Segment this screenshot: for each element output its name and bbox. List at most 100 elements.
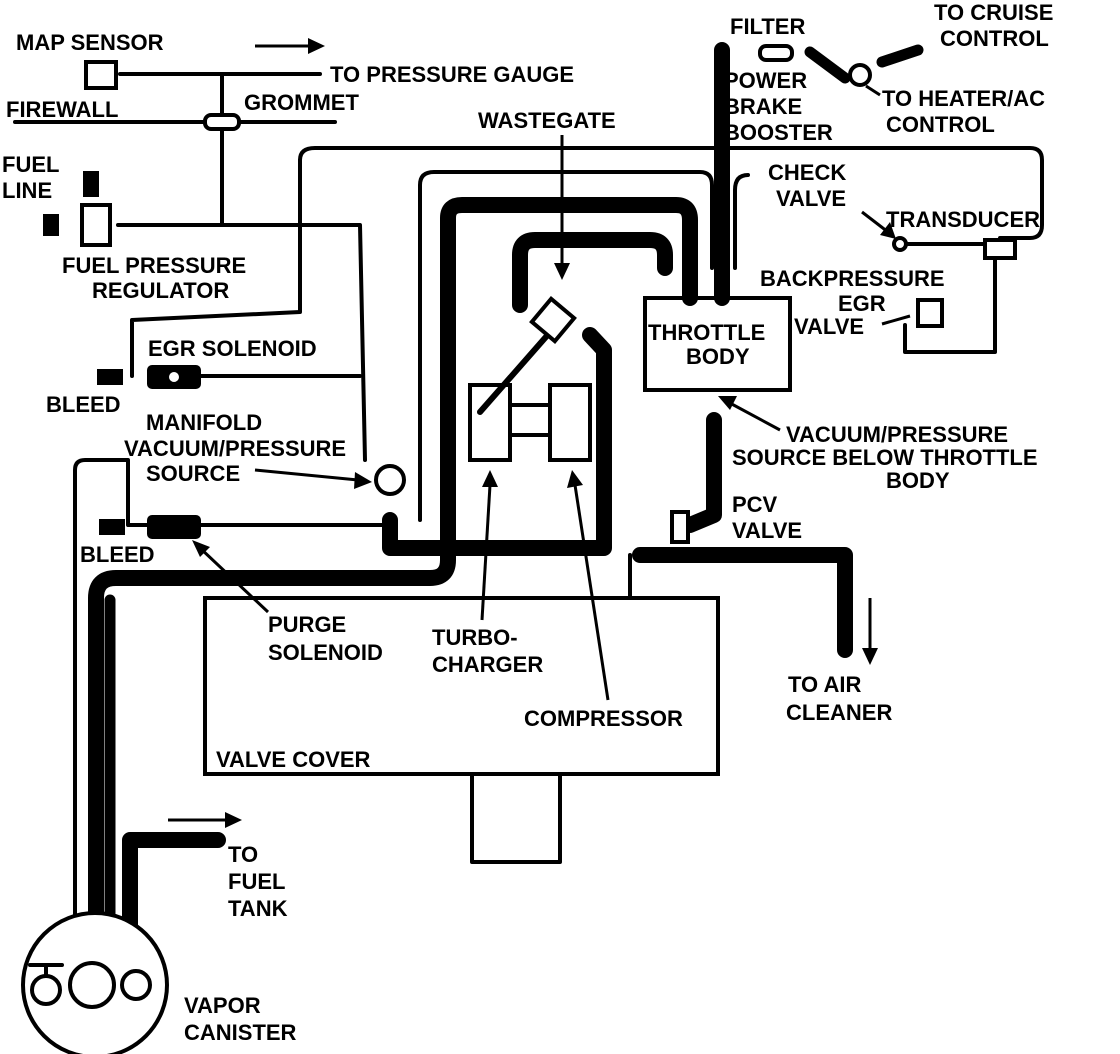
filter [758, 44, 794, 62]
throttle-body [643, 296, 792, 392]
label-transducer: TRANSDUCER [886, 207, 1040, 232]
label-to: TO [228, 842, 258, 867]
egr-valve-loop [903, 258, 997, 354]
bleed-lower-fitting [99, 519, 125, 535]
label-to-air: TO AIR [788, 672, 861, 697]
arrow-below-throttle [718, 396, 781, 432]
arrow-compressor [567, 470, 610, 701]
manifold-vacuum-port [374, 464, 406, 496]
arrow-purge-solenoid [192, 540, 270, 614]
label-egr-solenoid: EGR SOLENOID [148, 336, 317, 361]
label-map-sensor: MAP SENSOR [16, 30, 164, 55]
label-cleaner: CLEANER [786, 700, 892, 725]
cruise-tee [848, 63, 872, 87]
label-line: LINE [2, 178, 52, 203]
label-control-2: CONTROL [886, 112, 995, 137]
arrow-turbocharger [480, 470, 498, 621]
label-body-2: BODY [886, 468, 950, 493]
label-grommet: GROMMET [244, 90, 359, 115]
compressor-housing [548, 383, 592, 462]
label-valve-egr: VALVE [794, 314, 864, 339]
label-compressor: COMPRESSOR [524, 706, 683, 731]
label-to-cruise: TO CRUISE [934, 0, 1053, 25]
map-sensor [84, 60, 118, 90]
label-source: SOURCE [146, 461, 240, 486]
label-power: POWER [724, 68, 807, 93]
manifold-line [418, 170, 714, 522]
label-canister: CANISTER [184, 1020, 297, 1045]
compressor-outlet-hose [382, 327, 612, 556]
check-valve [892, 236, 908, 252]
label-pcv: PCV [732, 492, 778, 517]
label-manifold: MANIFOLD [146, 410, 262, 435]
label-vacuum-pressure-2: VACUUM/PRESSURE [786, 422, 1008, 447]
arrow-wastegate [554, 135, 570, 280]
wastegate-hose [512, 232, 673, 313]
label-turbo: TURBO- [432, 625, 518, 650]
arrow-egr-valve [881, 314, 911, 326]
arrow-heater-ac [865, 84, 881, 97]
label-to-pressure-gauge: TO PRESSURE GAUGE [330, 62, 574, 87]
egr-solenoid-port [169, 372, 179, 382]
canister-right-port [120, 969, 152, 1001]
fuel-line-fitting [43, 214, 59, 236]
label-source-below-throttle: SOURCE BELOW THROTTLE [732, 445, 1038, 470]
regulator-line [116, 223, 367, 462]
label-throttle: THROTTLE [648, 320, 765, 345]
label-solenoid: SOLENOID [268, 640, 383, 665]
label-brake: BRAKE [724, 94, 802, 119]
label-fuel: FUEL [2, 152, 59, 177]
label-filter: FILTER [730, 14, 805, 39]
arrow-to-pressure-gauge [255, 38, 325, 54]
pcv-to-air-cleaner-hose [632, 547, 853, 658]
throttle-secondary-line [733, 173, 750, 270]
fuel-tank-hose [122, 832, 226, 960]
transducer-line [298, 146, 1044, 240]
label-firewall: FIREWALL [6, 97, 118, 122]
cruise-control-hose [804, 46, 851, 84]
arrow-manifold-source [254, 468, 372, 489]
purge-solenoid-line [73, 458, 202, 954]
cruise-control-tee [876, 44, 924, 68]
fuel-pressure-regulator [80, 203, 112, 247]
label-purge: PURGE [268, 612, 346, 637]
label-bleed-upper: BLEED [46, 392, 121, 417]
below-throttle-hose [682, 412, 722, 533]
bleed-upper-fitting [97, 369, 123, 385]
turbo-shaft [508, 403, 552, 437]
egr-valve [916, 298, 944, 328]
label-check: CHECK [768, 160, 846, 185]
wastegate-actuator [529, 296, 577, 344]
label-regulator: REGULATOR [92, 278, 229, 303]
arrow-to-fuel-tank [168, 812, 242, 828]
label-vacuum-pressure: VACUUM/PRESSURE [124, 436, 346, 461]
fuel-line-top-fitting [83, 171, 99, 197]
label-charger: CHARGER [432, 652, 543, 677]
main-vacuum-hose [88, 197, 698, 960]
label-valve-cv: VALVE [776, 186, 846, 211]
label-control: CONTROL [940, 26, 1049, 51]
wastegate-rod [477, 327, 555, 415]
arrow-check-valve [861, 210, 896, 239]
label-vapor: VAPOR [184, 993, 261, 1018]
canister-left-port [30, 974, 62, 1006]
label-wastegate: WASTEGATE [478, 108, 616, 133]
valve-cover [203, 596, 720, 776]
purge-solenoid [147, 515, 201, 539]
label-body: BODY [686, 344, 750, 369]
canister-center-port [68, 961, 116, 1009]
label-fuel-pressure: FUEL PRESSURE [62, 253, 246, 278]
label-tank: TANK [228, 896, 288, 921]
label-to-heater-ac: TO HEATER/AC [882, 86, 1045, 111]
engine-block-outline [470, 772, 562, 864]
label-valve-pcv: VALVE [732, 518, 802, 543]
label-backpressure: BACKPRESSURE [760, 266, 945, 291]
label-valve-cover: VALVE COVER [216, 747, 371, 772]
label-egr: EGR [838, 291, 886, 316]
label-booster: BOOSTER [724, 120, 833, 145]
label-fuel-word: FUEL [228, 869, 285, 894]
arrow-to-air-cleaner [862, 598, 878, 665]
transducer [983, 238, 1017, 260]
